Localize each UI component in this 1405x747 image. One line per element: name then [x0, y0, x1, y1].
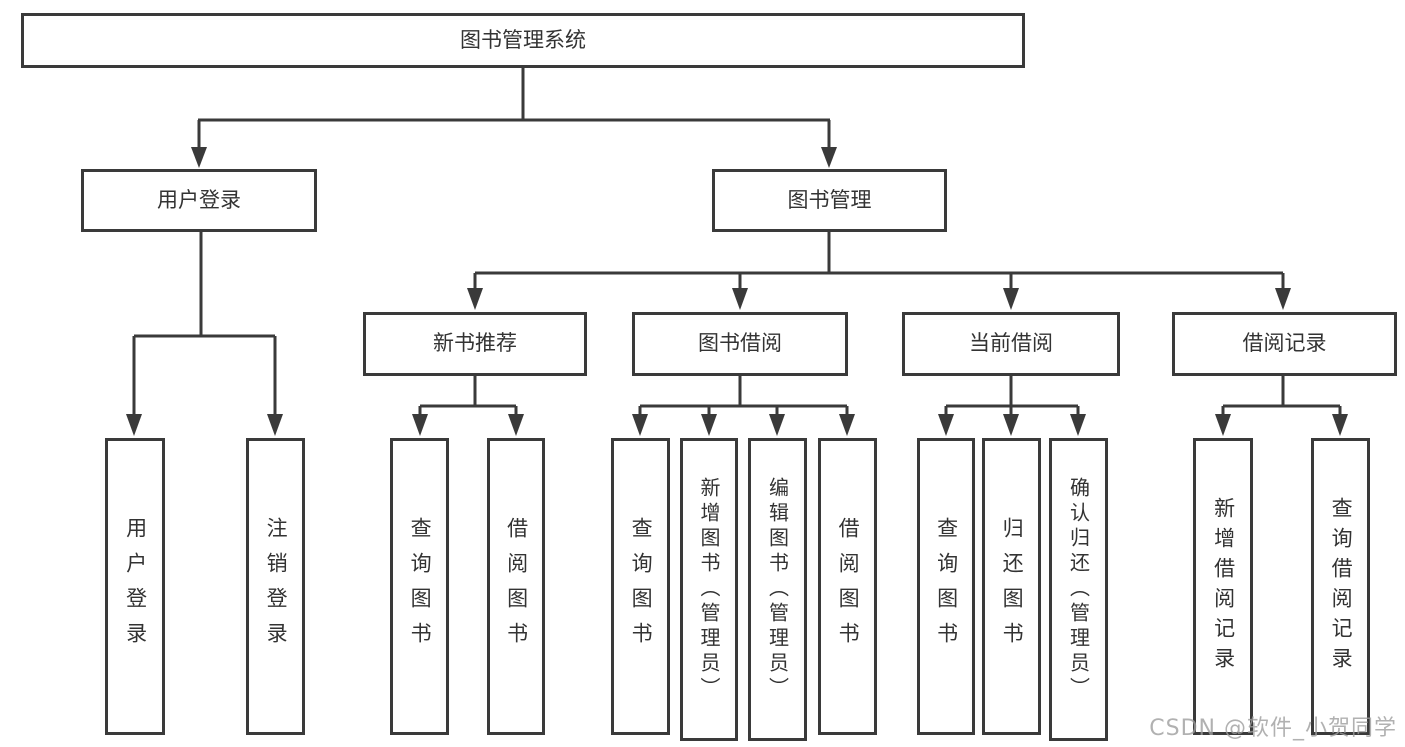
arrow-down-icon	[1275, 288, 1291, 310]
node-root-label: 图书管理系统	[460, 27, 586, 52]
arrow-down-icon	[267, 414, 283, 436]
connector-user-login	[132, 232, 277, 418]
node-borrow-record-label: 借阅记录	[1242, 331, 1327, 356]
csdn-watermark: CSDN @软件_小贺同学	[1149, 716, 1397, 741]
node-book-borrow-label: 图书借阅	[698, 331, 782, 356]
leaf-user-login: 用户登录	[105, 438, 165, 735]
leaf-query-borrow-record: 查询借阅记录	[1311, 438, 1370, 735]
arrow-down-icon	[467, 288, 483, 310]
node-user-login: 用户登录	[81, 169, 317, 232]
leaf-add-book-admin: 新增图书（管理员）	[680, 438, 738, 741]
connector-borrow-record	[1221, 376, 1342, 418]
leaf-return-books: 归还图书	[982, 438, 1041, 735]
node-new-book-label: 新书推荐	[433, 331, 517, 356]
node-book-mgmt-label: 图书管理	[787, 187, 872, 212]
arrow-down-icon	[1070, 414, 1086, 436]
node-borrow-record: 借阅记录	[1172, 312, 1397, 376]
connector-root	[197, 68, 831, 150]
connector-book-borrow	[638, 376, 849, 418]
arrow-down-icon	[126, 414, 142, 436]
connector-book-mgmt	[473, 232, 1285, 291]
arrow-down-icon	[938, 414, 954, 436]
node-user-login-label: 用户登录	[157, 187, 241, 212]
arrow-down-icon	[1003, 414, 1019, 436]
arrow-down-icon	[769, 414, 785, 436]
arrow-down-icon	[412, 414, 428, 436]
leaf-borrow-books: 借阅图书	[487, 438, 545, 735]
leaf-add-borrow-record: 新增借阅记录	[1193, 438, 1253, 735]
arrow-down-icon	[508, 414, 524, 436]
leaf-query-books: 查询图书	[917, 438, 975, 735]
node-root-system: 图书管理系统	[21, 13, 1025, 68]
arrow-down-icon	[821, 147, 837, 168]
arrow-down-icon	[191, 147, 207, 168]
leaf-query-books: 查询图书	[611, 438, 670, 735]
connector-new-book	[418, 376, 518, 418]
node-current-borrow: 当前借阅	[902, 312, 1120, 376]
arrow-down-icon	[1332, 414, 1348, 436]
node-current-borrow-label: 当前借阅	[969, 331, 1053, 356]
arrow-down-icon	[701, 414, 717, 436]
leaf-borrow-books: 借阅图书	[818, 438, 877, 735]
arrow-down-icon	[839, 414, 855, 436]
node-new-book: 新书推荐	[363, 312, 587, 376]
arrow-down-icon	[1215, 414, 1231, 436]
arrow-down-icon	[1003, 288, 1019, 310]
leaf-edit-book-admin: 编辑图书（管理员）	[748, 438, 807, 741]
node-book-mgmt: 图书管理	[712, 169, 947, 232]
leaf-confirm-return-admin: 确认归还（管理员）	[1049, 438, 1108, 741]
leaf-logout: 注销登录	[246, 438, 305, 735]
arrowheads	[126, 147, 1348, 436]
arrow-down-icon	[632, 414, 648, 436]
arrow-down-icon	[732, 288, 748, 310]
connector-current-borrow	[944, 376, 1080, 418]
node-book-borrow: 图书借阅	[632, 312, 848, 376]
leaf-query-books: 查询图书	[390, 438, 449, 735]
